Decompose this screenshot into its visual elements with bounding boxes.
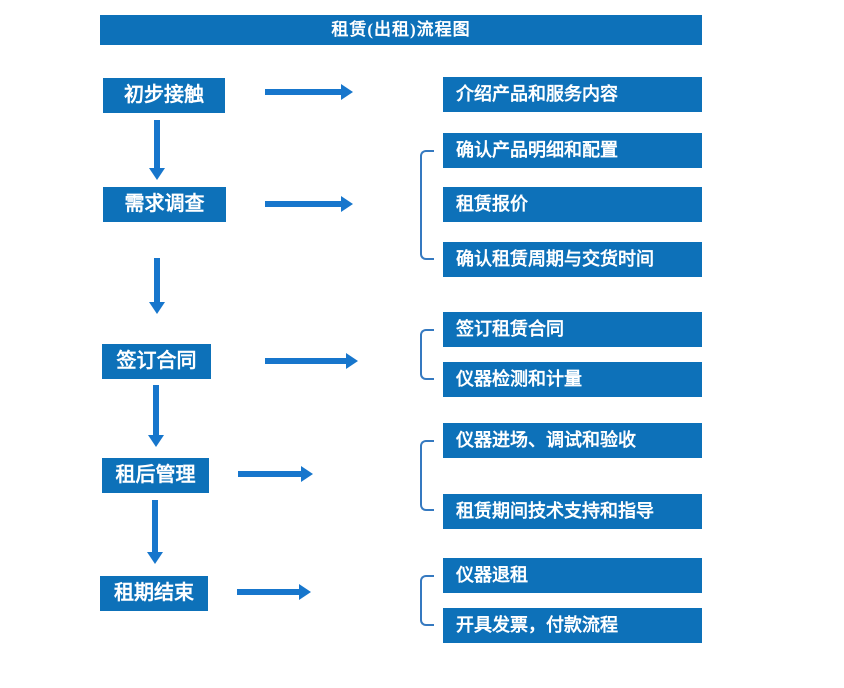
arrow-shaft — [152, 500, 158, 553]
diagram-title: 租赁(出租)流程图 — [100, 15, 702, 45]
arrow-shaft — [265, 358, 347, 364]
output-box-sign-rental-contract: 签订租赁合同 — [443, 312, 702, 347]
arrow-shaft — [153, 385, 159, 436]
right-arrow — [238, 466, 313, 482]
down-arrow — [149, 120, 165, 180]
arrow-head — [149, 168, 165, 180]
stage-box-sign-contract: 签订合同 — [102, 344, 211, 379]
group-bracket-demand-survey — [420, 150, 434, 260]
stage-box-initial-contact: 初步接触 — [103, 78, 225, 113]
down-arrow — [149, 258, 165, 314]
arrow-shaft — [154, 258, 160, 303]
arrow-shaft — [265, 89, 342, 95]
output-box-confirm-period: 确认租赁周期与交货时间 — [443, 242, 702, 277]
stage-box-demand-survey: 需求调查 — [103, 187, 226, 222]
arrow-shaft — [265, 201, 342, 207]
group-bracket-post-rental — [420, 440, 434, 511]
arrow-head — [341, 196, 353, 212]
right-arrow — [237, 584, 311, 600]
right-arrow — [265, 196, 353, 212]
arrow-head — [341, 84, 353, 100]
output-box-instrument-return: 仪器退租 — [443, 558, 702, 593]
group-bracket-rental-end — [420, 575, 434, 626]
output-box-rental-quote: 租赁报价 — [443, 187, 702, 222]
right-arrow — [265, 353, 358, 369]
stage-box-rental-end: 租期结束 — [100, 576, 208, 611]
group-bracket-sign-contract — [420, 329, 434, 380]
output-box-instrument-inspection: 仪器检测和计量 — [443, 362, 702, 397]
arrow-shaft — [154, 120, 160, 169]
output-box-instrument-setup: 仪器进场、调试和验收 — [443, 423, 702, 458]
output-box-introduce-products: 介绍产品和服务内容 — [443, 77, 702, 112]
arrow-head — [149, 302, 165, 314]
stage-box-post-rental-management: 租后管理 — [102, 458, 209, 493]
output-box-invoice-payment: 开具发票，付款流程 — [443, 608, 702, 643]
output-box-confirm-details: 确认产品明细和配置 — [443, 133, 702, 168]
output-box-technical-support: 租赁期间技术支持和指导 — [443, 494, 702, 529]
arrow-head — [299, 584, 311, 600]
arrow-shaft — [237, 589, 300, 595]
right-arrow — [265, 84, 353, 100]
down-arrow — [148, 385, 164, 447]
arrow-shaft — [238, 471, 302, 477]
down-arrow — [147, 500, 163, 564]
arrow-head — [148, 435, 164, 447]
arrow-head — [301, 466, 313, 482]
arrow-head — [147, 552, 163, 564]
arrow-head — [346, 353, 358, 369]
